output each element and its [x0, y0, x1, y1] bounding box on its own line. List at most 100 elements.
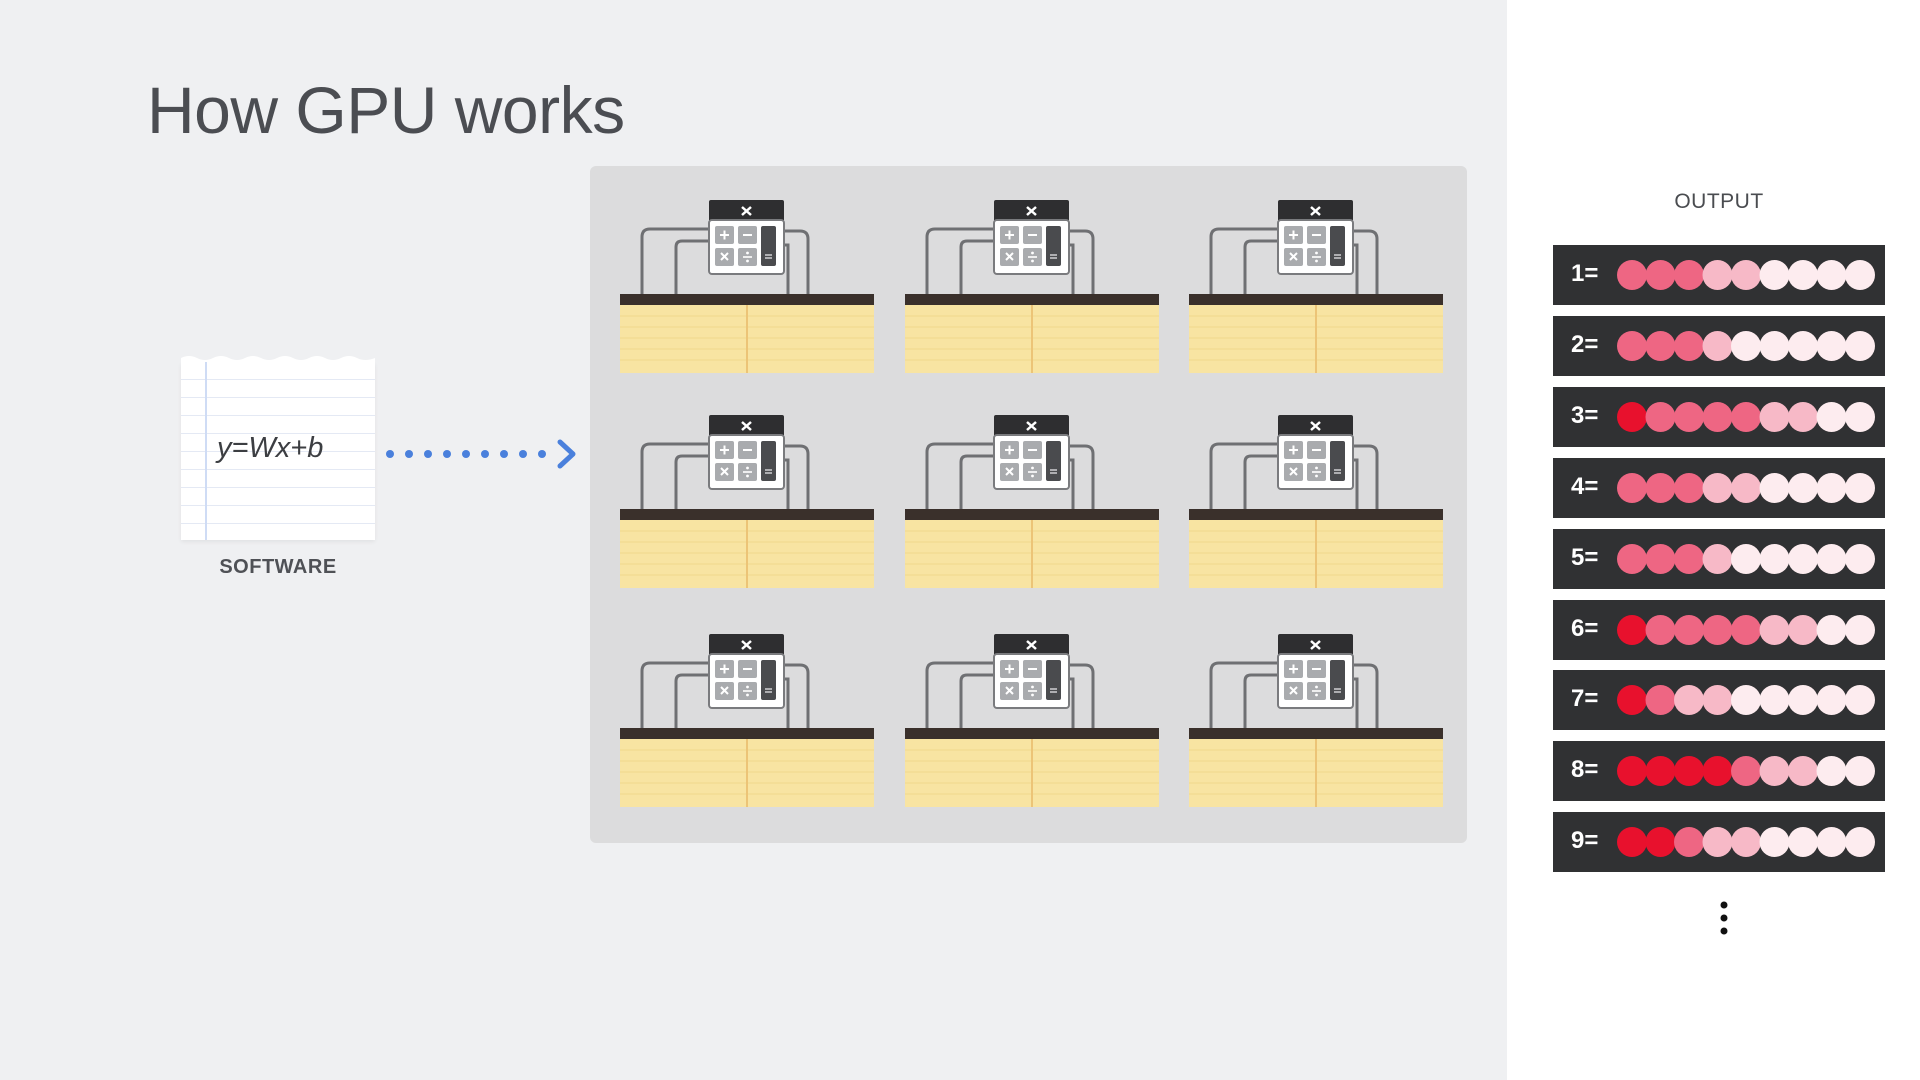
output-dot: [1645, 260, 1676, 290]
calculator-on-desk-icon: [905, 200, 1159, 375]
output-dot: [1759, 544, 1790, 574]
output-dot: [1674, 827, 1704, 857]
output-dot: [1759, 827, 1790, 857]
output-row-label: 2=: [1571, 331, 1599, 358]
output-row: 6=: [1553, 600, 1885, 660]
output-dot: [1731, 473, 1761, 503]
output-row: 4=: [1553, 458, 1885, 518]
output-dot: [1816, 473, 1847, 503]
output-dot-strip: [1617, 544, 1875, 574]
output-row: 3=: [1553, 387, 1885, 447]
output-dot: [1788, 544, 1818, 574]
gpu-core-grid: [590, 166, 1467, 843]
calculator-on-desk-icon: [1189, 200, 1443, 375]
output-dot: [1788, 685, 1818, 715]
output-dot: [1645, 685, 1676, 715]
output-dot-strip: [1617, 473, 1875, 503]
calculator-on-desk-icon: [620, 634, 874, 809]
output-dot: [1759, 756, 1790, 786]
output-dot: [1645, 473, 1676, 503]
output-dot: [1816, 685, 1847, 715]
calculator-on-desk-icon: [1189, 634, 1443, 809]
output-dot: [1816, 615, 1847, 645]
output-dot: [1759, 615, 1790, 645]
output-dot: [1845, 331, 1875, 361]
output-dot: [1759, 260, 1790, 290]
output-dot: [1731, 685, 1761, 715]
output-dot: [1845, 827, 1875, 857]
calculator-on-desk-icon: [905, 415, 1159, 590]
output-dot: [1674, 544, 1704, 574]
output-dot-strip: [1617, 756, 1875, 786]
output-dot-strip: [1617, 615, 1875, 645]
output-dot: [1702, 473, 1733, 503]
output-dot-strip: [1617, 260, 1875, 290]
output-dot: [1788, 615, 1818, 645]
output-title: OUTPUT: [1674, 190, 1764, 213]
output-dot: [1645, 827, 1676, 857]
output-dot: [1674, 331, 1704, 361]
output-row: 9=: [1553, 812, 1885, 872]
output-dot: [1617, 615, 1647, 645]
output-dot: [1759, 685, 1790, 715]
calculator-on-desk-icon: [905, 634, 1159, 809]
output-dot: [1702, 331, 1733, 361]
calculator-on-desk-icon: [620, 200, 874, 375]
output-dot: [1702, 827, 1733, 857]
output-dot: [1845, 544, 1875, 574]
output-dot: [1617, 402, 1647, 432]
output-dot: [1702, 615, 1733, 645]
output-dot: [1788, 331, 1818, 361]
output-dot: [1617, 756, 1647, 786]
output-row-label: 9=: [1571, 827, 1599, 854]
output-dot: [1759, 402, 1790, 432]
output-dot: [1759, 473, 1790, 503]
output-row-label: 5=: [1571, 544, 1599, 571]
output-dot-strip: [1617, 331, 1875, 361]
output-row: 2=: [1553, 316, 1885, 376]
output-dot: [1617, 473, 1647, 503]
output-dot: [1645, 615, 1676, 645]
output-dot: [1816, 402, 1847, 432]
output-dot: [1816, 260, 1847, 290]
slide-title: How GPU works: [147, 73, 625, 147]
output-dot: [1845, 402, 1875, 432]
output-dot: [1617, 260, 1647, 290]
output-dot: [1788, 402, 1818, 432]
output-row: 8=: [1553, 741, 1885, 801]
output-dot: [1702, 756, 1733, 786]
output-dot: [1674, 473, 1704, 503]
output-dot: [1645, 544, 1676, 574]
output-row-label: 7=: [1571, 685, 1599, 712]
output-dot: [1788, 756, 1818, 786]
output-row-label: 3=: [1571, 402, 1599, 429]
output-dot: [1816, 756, 1847, 786]
output-dot: [1845, 473, 1875, 503]
calculator-on-desk-icon: [1189, 415, 1443, 590]
output-dot: [1788, 473, 1818, 503]
vertical-ellipsis-icon: [1720, 901, 1728, 935]
output-dot: [1731, 260, 1761, 290]
output-dot: [1731, 402, 1761, 432]
output-dot: [1702, 685, 1733, 715]
output-dot: [1674, 615, 1704, 645]
output-dot: [1816, 827, 1847, 857]
output-dot: [1788, 827, 1818, 857]
output-dot: [1845, 615, 1875, 645]
output-dot: [1645, 331, 1676, 361]
output-dot: [1617, 331, 1647, 361]
software-label: SOFTWARE: [219, 556, 337, 578]
output-row: 5=: [1553, 529, 1885, 589]
output-row-label: 8=: [1571, 756, 1599, 783]
output-dot: [1674, 756, 1704, 786]
output-dot: [1731, 615, 1761, 645]
software-formula: y=Wx+b: [217, 432, 324, 464]
dotted-arrow-icon: [386, 439, 576, 469]
output-dot: [1617, 544, 1647, 574]
output-dot: [1731, 827, 1761, 857]
output-dot: [1645, 756, 1676, 786]
output-dot: [1759, 331, 1790, 361]
output-dot: [1788, 260, 1818, 290]
output-row-label: 6=: [1571, 615, 1599, 642]
output-dot-strip: [1617, 827, 1875, 857]
